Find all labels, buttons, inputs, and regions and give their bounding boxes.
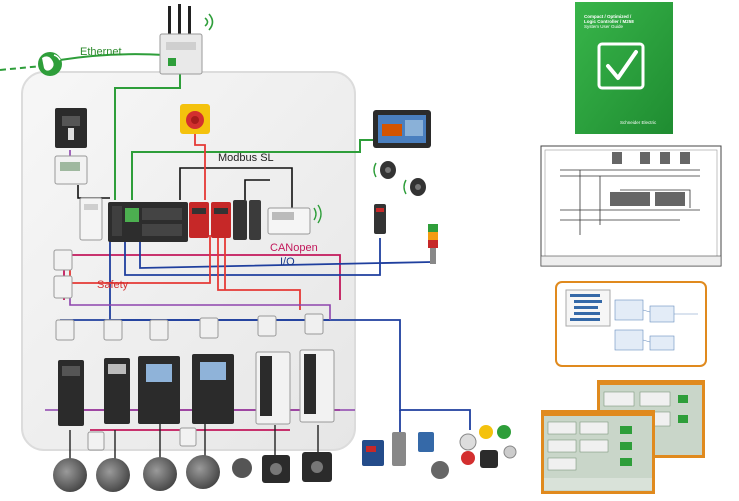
modbus-label: Modbus SL bbox=[218, 152, 274, 164]
variable-speed-drive-icon bbox=[58, 354, 234, 426]
energy-meter-icon bbox=[267, 204, 322, 235]
signal-tower-icon bbox=[428, 224, 438, 264]
circuit-breaker-icon bbox=[55, 108, 87, 148]
globe-icon bbox=[38, 52, 62, 76]
servo-motor-icon bbox=[262, 452, 332, 483]
sensor-icon bbox=[362, 432, 449, 479]
book-brand: Schneider Electric bbox=[620, 120, 657, 125]
hmi-touch-panel-icon bbox=[373, 110, 431, 148]
rfid-reader-icon bbox=[373, 161, 426, 196]
small-relay-icon bbox=[87, 427, 197, 451]
software-tree-screen bbox=[555, 281, 707, 367]
safety-label: Safety bbox=[97, 279, 129, 291]
contactor-icon bbox=[53, 249, 73, 299]
safety-module-icon bbox=[189, 202, 231, 238]
book-title-line2: Logic Controller / M258 bbox=[584, 19, 634, 24]
io-module-icon bbox=[233, 200, 261, 240]
user-guide-book bbox=[575, 2, 673, 134]
checkmark-icon bbox=[606, 50, 638, 80]
wiring-schematic bbox=[540, 145, 722, 267]
ethernet-label: Ethernet bbox=[80, 46, 122, 58]
canopen-label: CANopen bbox=[270, 242, 318, 254]
motor-icon bbox=[53, 455, 252, 492]
hmi-screen-front bbox=[541, 410, 655, 494]
emergency-stop-icon bbox=[180, 104, 210, 134]
servo-drive-icon bbox=[255, 349, 335, 425]
motor-starter-row bbox=[55, 313, 324, 341]
book-subtitle: System User Guide bbox=[584, 24, 624, 29]
power-meter-icon bbox=[54, 155, 88, 185]
book-title: Compact / Optimized / Logic Controller /… bbox=[584, 14, 634, 29]
light-barrier-icon bbox=[374, 204, 386, 234]
wireless-router-icon bbox=[159, 4, 214, 75]
pushbutton-icon bbox=[459, 425, 517, 468]
book-title-line1: Compact / Optimized / bbox=[584, 14, 632, 19]
ethernet-cables bbox=[0, 53, 373, 200]
power-supply-icon bbox=[79, 197, 103, 241]
io-label: I/O bbox=[280, 256, 295, 268]
plc-controller-icon bbox=[108, 202, 188, 242]
